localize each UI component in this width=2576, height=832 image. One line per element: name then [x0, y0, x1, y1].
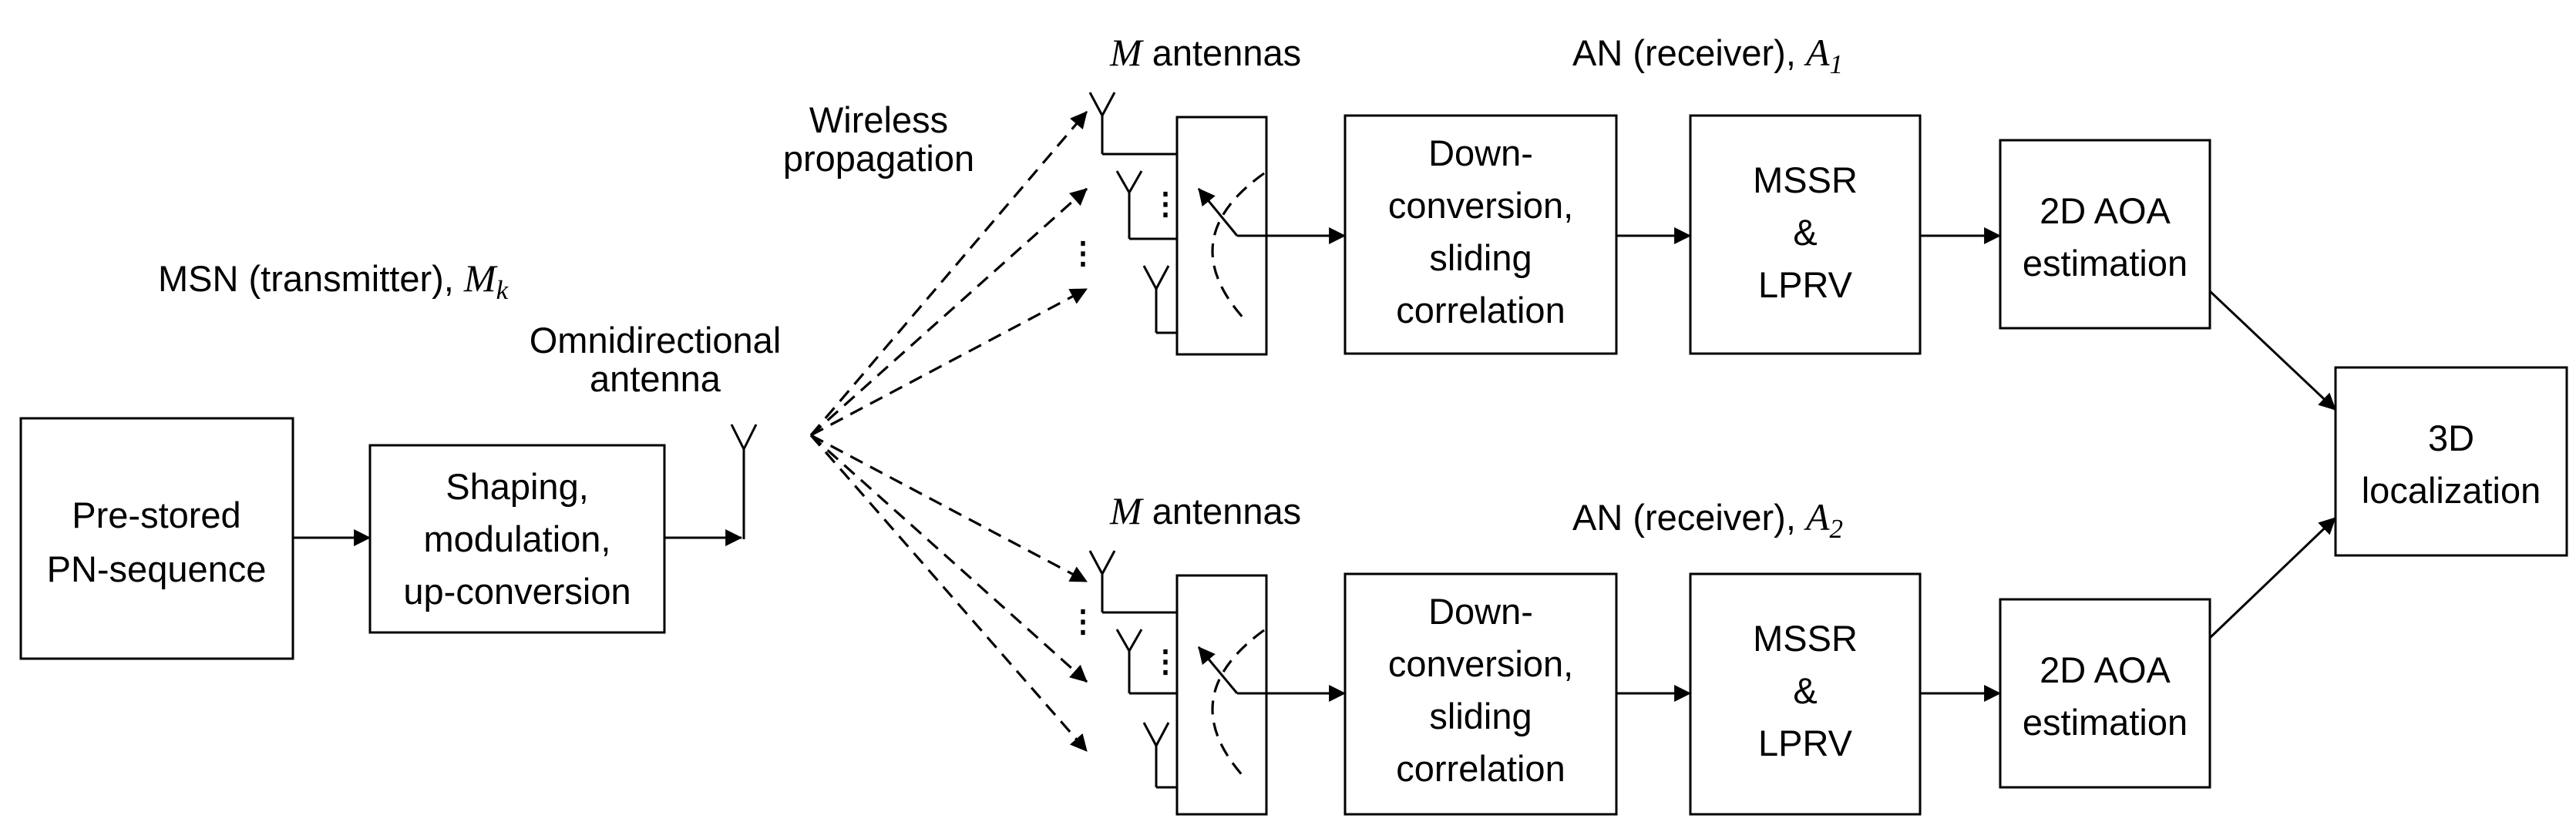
localization-line1: 3D [2428, 418, 2474, 458]
propagation-path-4 [810, 434, 1088, 583]
bottom-beam-arc [1211, 629, 1265, 780]
an2-symbol: A [1804, 495, 1830, 538]
top-m-symbol: M [1109, 31, 1144, 74]
localization-3d-block [2334, 366, 2568, 557]
arrow-top-aoa-to-localization [2208, 290, 2337, 411]
localization-section: 3D localization [2208, 290, 2568, 639]
an1-label: AN (receiver), A1 [1572, 31, 1843, 79]
top-downconv-line2: conversion, [1388, 185, 1573, 226]
bottom-aoa-line1: 2D AOA [2040, 649, 2171, 690]
bottom-downconv-line1: Down- [1428, 591, 1533, 632]
prestored-line1: Pre-stored [72, 495, 240, 535]
propagation-path-6 [809, 434, 1088, 753]
msn-symbol: M [463, 257, 498, 300]
bottom-downconv-line3: sliding [1429, 696, 1532, 736]
propagation-path-2 [809, 187, 1088, 437]
top-downconv-line3: sliding [1429, 237, 1532, 278]
top-beam-arc [1211, 172, 1265, 321]
top-aoa-estimation-block [1999, 139, 2211, 330]
bottom-m-symbol: M [1109, 489, 1144, 532]
prestored-line2: PN-sequence [47, 549, 267, 589]
an1-subscript: 1 [1829, 49, 1843, 79]
bottom-antenna-3-icon [1142, 722, 1195, 789]
wireless-label-line2: propagation [783, 138, 974, 179]
top-aoa-line2: estimation [2023, 243, 2188, 283]
shaping-line1: Shaping, [446, 466, 589, 507]
bottom-mssr-line2: & [1793, 670, 1817, 711]
localization-line2: localization [2362, 470, 2541, 511]
bottom-mssr-line3: LPRV [1758, 723, 1853, 763]
msn-label: MSN (transmitter), Mk [158, 257, 509, 305]
an2-subscript: 2 [1829, 514, 1843, 544]
wireless-label-line1: Wireless [809, 99, 948, 140]
shaping-modulation-block [368, 444, 666, 634]
bottom-mssr-lprv-block [1689, 572, 1922, 816]
bottom-m-antennas-text: antennas [1142, 491, 1301, 532]
top-mssr-line2: & [1793, 212, 1817, 253]
bottom-downconv-line4: correlation [1396, 748, 1565, 789]
omnidirectional-antenna-icon [730, 424, 758, 539]
msn-subscript: k [496, 275, 509, 305]
an1-label-text: AN (receiver), [1572, 32, 1806, 73]
propagation-vdots-top: ⋮ [1068, 237, 1098, 270]
an2-label: AN (receiver), A2 [1572, 495, 1843, 544]
top-m-antennas-label: M antennas [1109, 31, 1301, 74]
top-aoa-line1: 2D AOA [2040, 190, 2171, 231]
bottom-steering-arrow [1197, 646, 1239, 694]
top-mssr-lprv-block [1689, 114, 1922, 355]
top-downconversion-block [1343, 114, 1618, 355]
receiver-a1-section: M antennas AN (receiver), A1 ⋮ [1088, 31, 2211, 356]
shaping-line2: modulation, [424, 518, 611, 559]
bottom-downconv-line2: conversion, [1388, 643, 1573, 684]
receiver-a2-section: M antennas AN (receiver), A2 ⋮ [1088, 489, 2211, 816]
bottom-antenna-array-box [1175, 574, 1268, 816]
prestored-pn-block [19, 417, 294, 660]
omni-label-line2: antenna [590, 358, 721, 399]
top-mssr-line3: LPRV [1758, 264, 1853, 305]
propagation-vdots-bottom: ⋮ [1068, 605, 1098, 639]
propagation-path-3 [810, 287, 1088, 437]
top-m-antennas-text: antennas [1142, 32, 1301, 73]
shaping-line3: up-conversion [403, 571, 631, 612]
propagation-path-5 [809, 434, 1088, 683]
bottom-aoa-estimation-block [1999, 598, 2211, 789]
top-downconv-line4: correlation [1396, 290, 1565, 330]
bottom-aoa-line2: estimation [2023, 702, 2188, 743]
an2-label-text: AN (receiver), [1572, 497, 1806, 538]
bottom-antenna-vdots: ⋮ [1150, 645, 1181, 679]
top-steering-arrow [1197, 188, 1239, 237]
bottom-antenna-2-icon [1115, 629, 1195, 695]
top-mssr-line1: MSSR [1753, 159, 1858, 200]
omni-label-line1: Omnidirectional [530, 320, 782, 361]
top-downconv-line1: Down- [1428, 133, 1533, 173]
bottom-mssr-line1: MSSR [1753, 618, 1858, 659]
transmitter-section: MSN (transmitter), Mk Pre-stored PN-sequ… [19, 257, 782, 660]
wireless-propagation: Wireless propagation ⋮ ⋮ [783, 99, 1098, 753]
bottom-m-antennas-label: M antennas [1109, 489, 1301, 532]
arrow-bottom-aoa-to-localization [2208, 516, 2337, 639]
msn-label-text: MSN (transmitter), [158, 258, 464, 299]
bottom-downconversion-block [1343, 572, 1618, 816]
an1-symbol: A [1804, 31, 1830, 74]
propagation-path-1 [809, 110, 1088, 437]
top-antenna-vdots: ⋮ [1150, 187, 1181, 221]
